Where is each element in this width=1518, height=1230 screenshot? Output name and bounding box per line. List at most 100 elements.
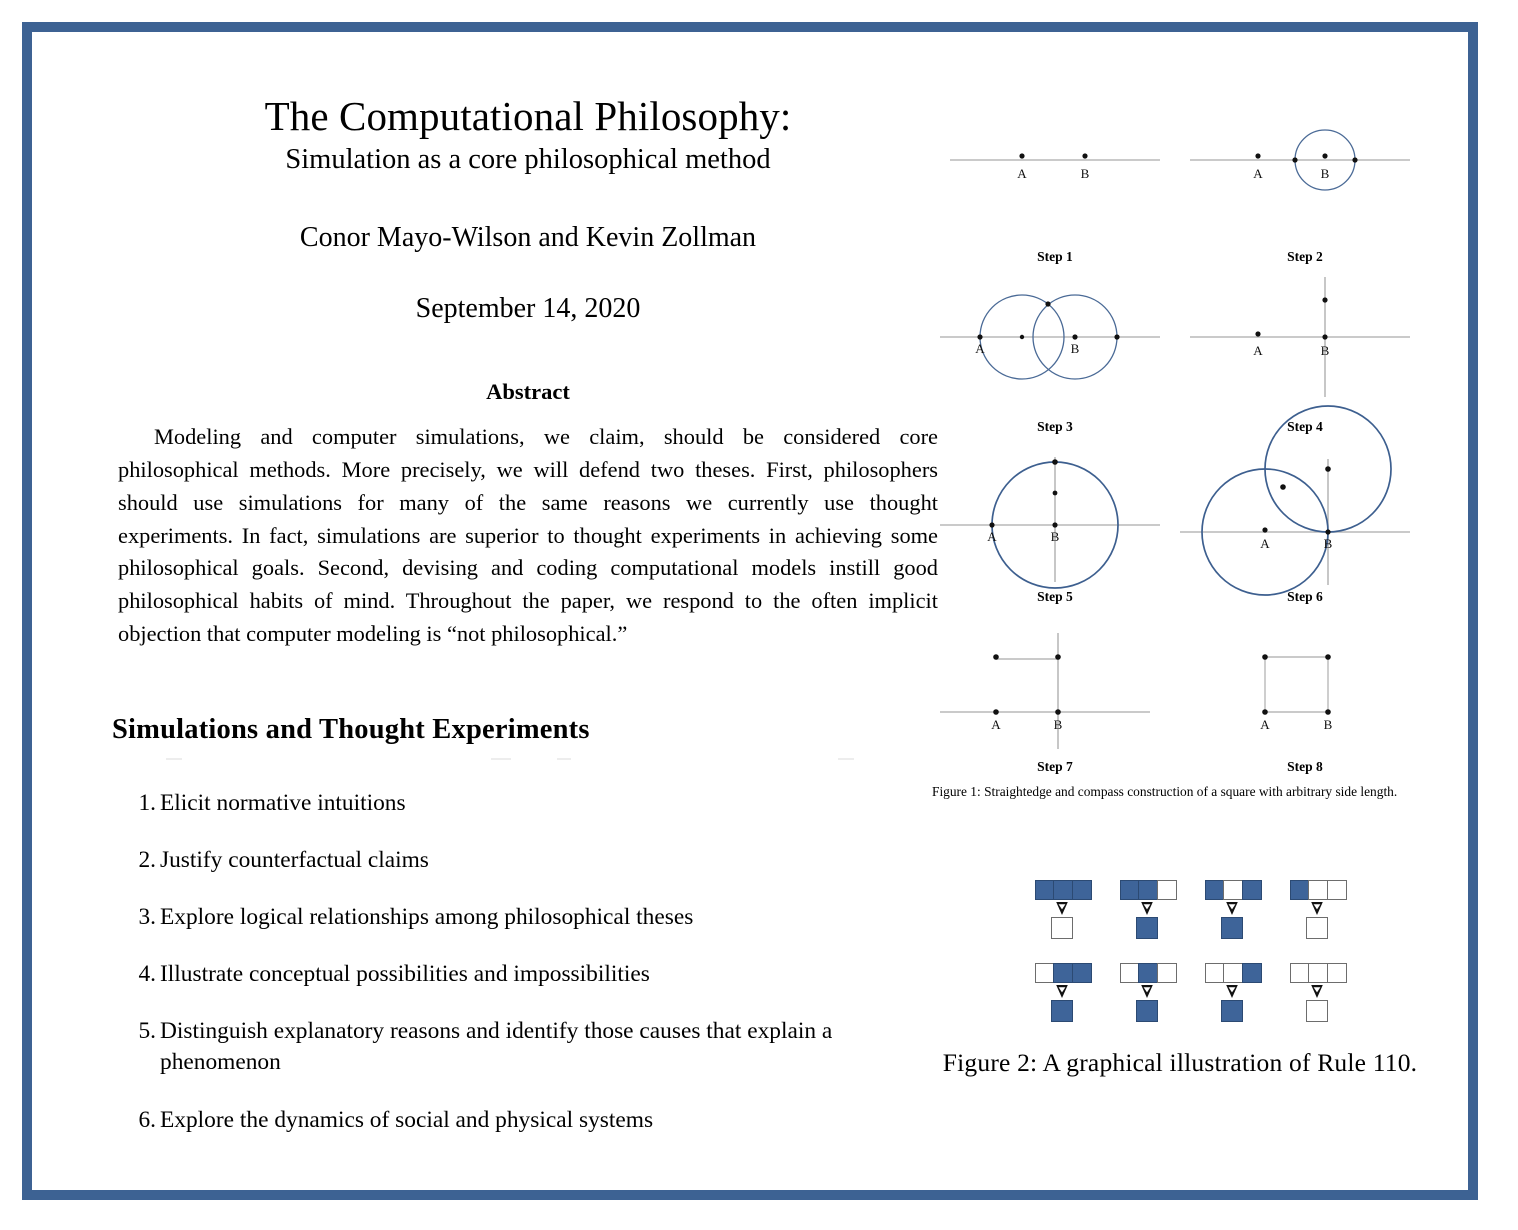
list-item-label: Elicit normative intuitions xyxy=(160,789,406,816)
svg-text:B: B xyxy=(1324,717,1333,732)
svg-text:A: A xyxy=(1260,717,1270,732)
rule110-input-triple xyxy=(1289,963,1347,983)
figure-2-rule110: Figure 2: A graphical illustration of Ru… xyxy=(930,880,1430,1078)
list-item-label: Justify counterfactual claims xyxy=(160,846,429,873)
svg-text:A: A xyxy=(1017,166,1027,181)
construction-step-5: A B Step 5 xyxy=(930,437,1180,607)
step-label: Step 7 xyxy=(1037,759,1073,774)
list-item-number: 1. xyxy=(138,789,156,816)
cell-on xyxy=(1138,963,1159,983)
cell-off xyxy=(1223,963,1244,983)
output-cell-off xyxy=(1306,917,1329,939)
rule110-case xyxy=(1204,963,1262,1022)
svg-text:B: B xyxy=(1054,717,1063,732)
cell-off xyxy=(1308,880,1329,900)
cell-on xyxy=(1241,880,1262,900)
figure-1-caption: Figure 1: Straightedge and compass const… xyxy=(932,784,1398,799)
list-item: 2. Justify counterfactual claims xyxy=(108,845,948,876)
numbered-list: 1. Elicit normative intuitions 2. Justif… xyxy=(108,788,948,1136)
list-item-number: 5. xyxy=(138,1018,156,1045)
cell-on xyxy=(1071,963,1092,983)
page-title: The Computational Philosophy: xyxy=(264,93,792,139)
cell-on xyxy=(1034,880,1055,900)
svg-text:A: A xyxy=(975,341,985,356)
rule110-input-triple xyxy=(1034,880,1092,900)
cell-off xyxy=(1308,963,1329,983)
cell-off xyxy=(1156,963,1177,983)
abstract-heading: Abstract xyxy=(486,379,570,405)
output-cell-on xyxy=(1221,917,1244,939)
list-item-number: 4. xyxy=(138,961,156,988)
svg-text:A: A xyxy=(987,529,997,544)
rule110-case xyxy=(1119,963,1177,1022)
svg-text:B: B xyxy=(1324,536,1333,551)
svg-text:B: B xyxy=(1071,341,1080,356)
svg-text:B: B xyxy=(1051,529,1060,544)
svg-text:A: A xyxy=(1253,343,1263,358)
cell-on xyxy=(1241,963,1262,983)
cell-off xyxy=(1119,963,1140,983)
authors: Conor Mayo-Wilson and Kevin Zollman xyxy=(299,222,757,254)
down-arrow-icon xyxy=(1140,900,1154,917)
step-label: Step 2 xyxy=(1287,249,1323,264)
down-arrow-icon xyxy=(1225,900,1239,917)
cell-on xyxy=(1053,963,1074,983)
svg-text:A: A xyxy=(1260,536,1270,551)
cell-on xyxy=(1053,880,1074,900)
right-column: A B Step 1 A B xyxy=(930,112,1430,801)
list-item: 6. Explore the dynamics of social and ph… xyxy=(108,1105,948,1136)
rule110-input-triple xyxy=(1119,880,1177,900)
construction-step-1: A B Step 1 xyxy=(930,112,1180,267)
construction-step-8: A B Step 8 xyxy=(1180,607,1430,777)
rule110-case xyxy=(1204,880,1262,939)
abstract-text: Modeling and computer simulations, we cl… xyxy=(118,424,938,646)
list-item-label: Explore the dynamics of social and physi… xyxy=(160,1106,654,1133)
svg-text:B: B xyxy=(1321,166,1330,181)
output-cell-on xyxy=(1051,1000,1074,1022)
figure-1-construction: A B Step 1 A B xyxy=(930,112,1430,801)
cell-on xyxy=(1289,880,1310,900)
rule110-input-triple xyxy=(1034,963,1092,983)
rule110-grid xyxy=(930,880,1430,1022)
page-subtitle: Simulation as a core philosophical metho… xyxy=(285,144,771,176)
construction-steps-grid: A B Step 1 A B xyxy=(930,112,1430,777)
title-block: The Computational Philosophy: Simulation… xyxy=(108,93,948,325)
down-arrow-icon xyxy=(1140,983,1154,1000)
output-cell-on xyxy=(1221,1000,1244,1022)
list-item-number: 3. xyxy=(138,904,156,931)
rule110-case xyxy=(1034,880,1092,939)
abstract-block: Abstract Modeling and computer simulatio… xyxy=(108,379,948,651)
construction-step-7: A B Step 7 xyxy=(930,607,1180,777)
list-item: 1. Elicit normative intuitions xyxy=(108,788,948,819)
cell-off xyxy=(1204,963,1225,983)
list-item: 5. Distinguish explanatory reasons and i… xyxy=(108,1016,948,1078)
output-cell-off xyxy=(1306,1000,1329,1022)
step-label: Step 5 xyxy=(1037,589,1073,604)
step-label: Step 6 xyxy=(1287,589,1323,604)
rule110-input-triple xyxy=(1204,880,1262,900)
down-arrow-icon xyxy=(1310,900,1324,917)
list-item-label: Explore logical relationships among phil… xyxy=(160,904,694,931)
svg-text:A: A xyxy=(1253,166,1263,181)
down-arrow-icon xyxy=(1055,983,1069,1000)
list-item: 3. Explore logical relationships among p… xyxy=(108,902,948,933)
figure-2-caption: Figure 2: A graphical illustration of Ru… xyxy=(942,1048,1418,1077)
cell-off xyxy=(1034,963,1055,983)
residual-ghost-marks xyxy=(108,748,948,770)
rule110-case xyxy=(1034,963,1092,1022)
cell-off xyxy=(1326,963,1347,983)
rule110-input-triple xyxy=(1119,963,1177,983)
down-arrow-icon xyxy=(1225,983,1239,1000)
svg-text:B: B xyxy=(1321,343,1330,358)
rule110-input-triple xyxy=(1289,880,1347,900)
list-item-number: 2. xyxy=(138,846,156,873)
svg-text:B: B xyxy=(1081,166,1090,181)
construction-step-2: A B Step 2 xyxy=(1180,112,1430,267)
construction-step-6: A B Step 6 xyxy=(1180,405,1430,607)
output-cell-off xyxy=(1051,917,1074,939)
output-cell-on xyxy=(1136,917,1159,939)
cell-on xyxy=(1071,880,1092,900)
list-item-label: Illustrate conceptual possibilities and … xyxy=(160,961,650,988)
list-item: 4. Illustrate conceptual possibilities a… xyxy=(108,959,948,990)
